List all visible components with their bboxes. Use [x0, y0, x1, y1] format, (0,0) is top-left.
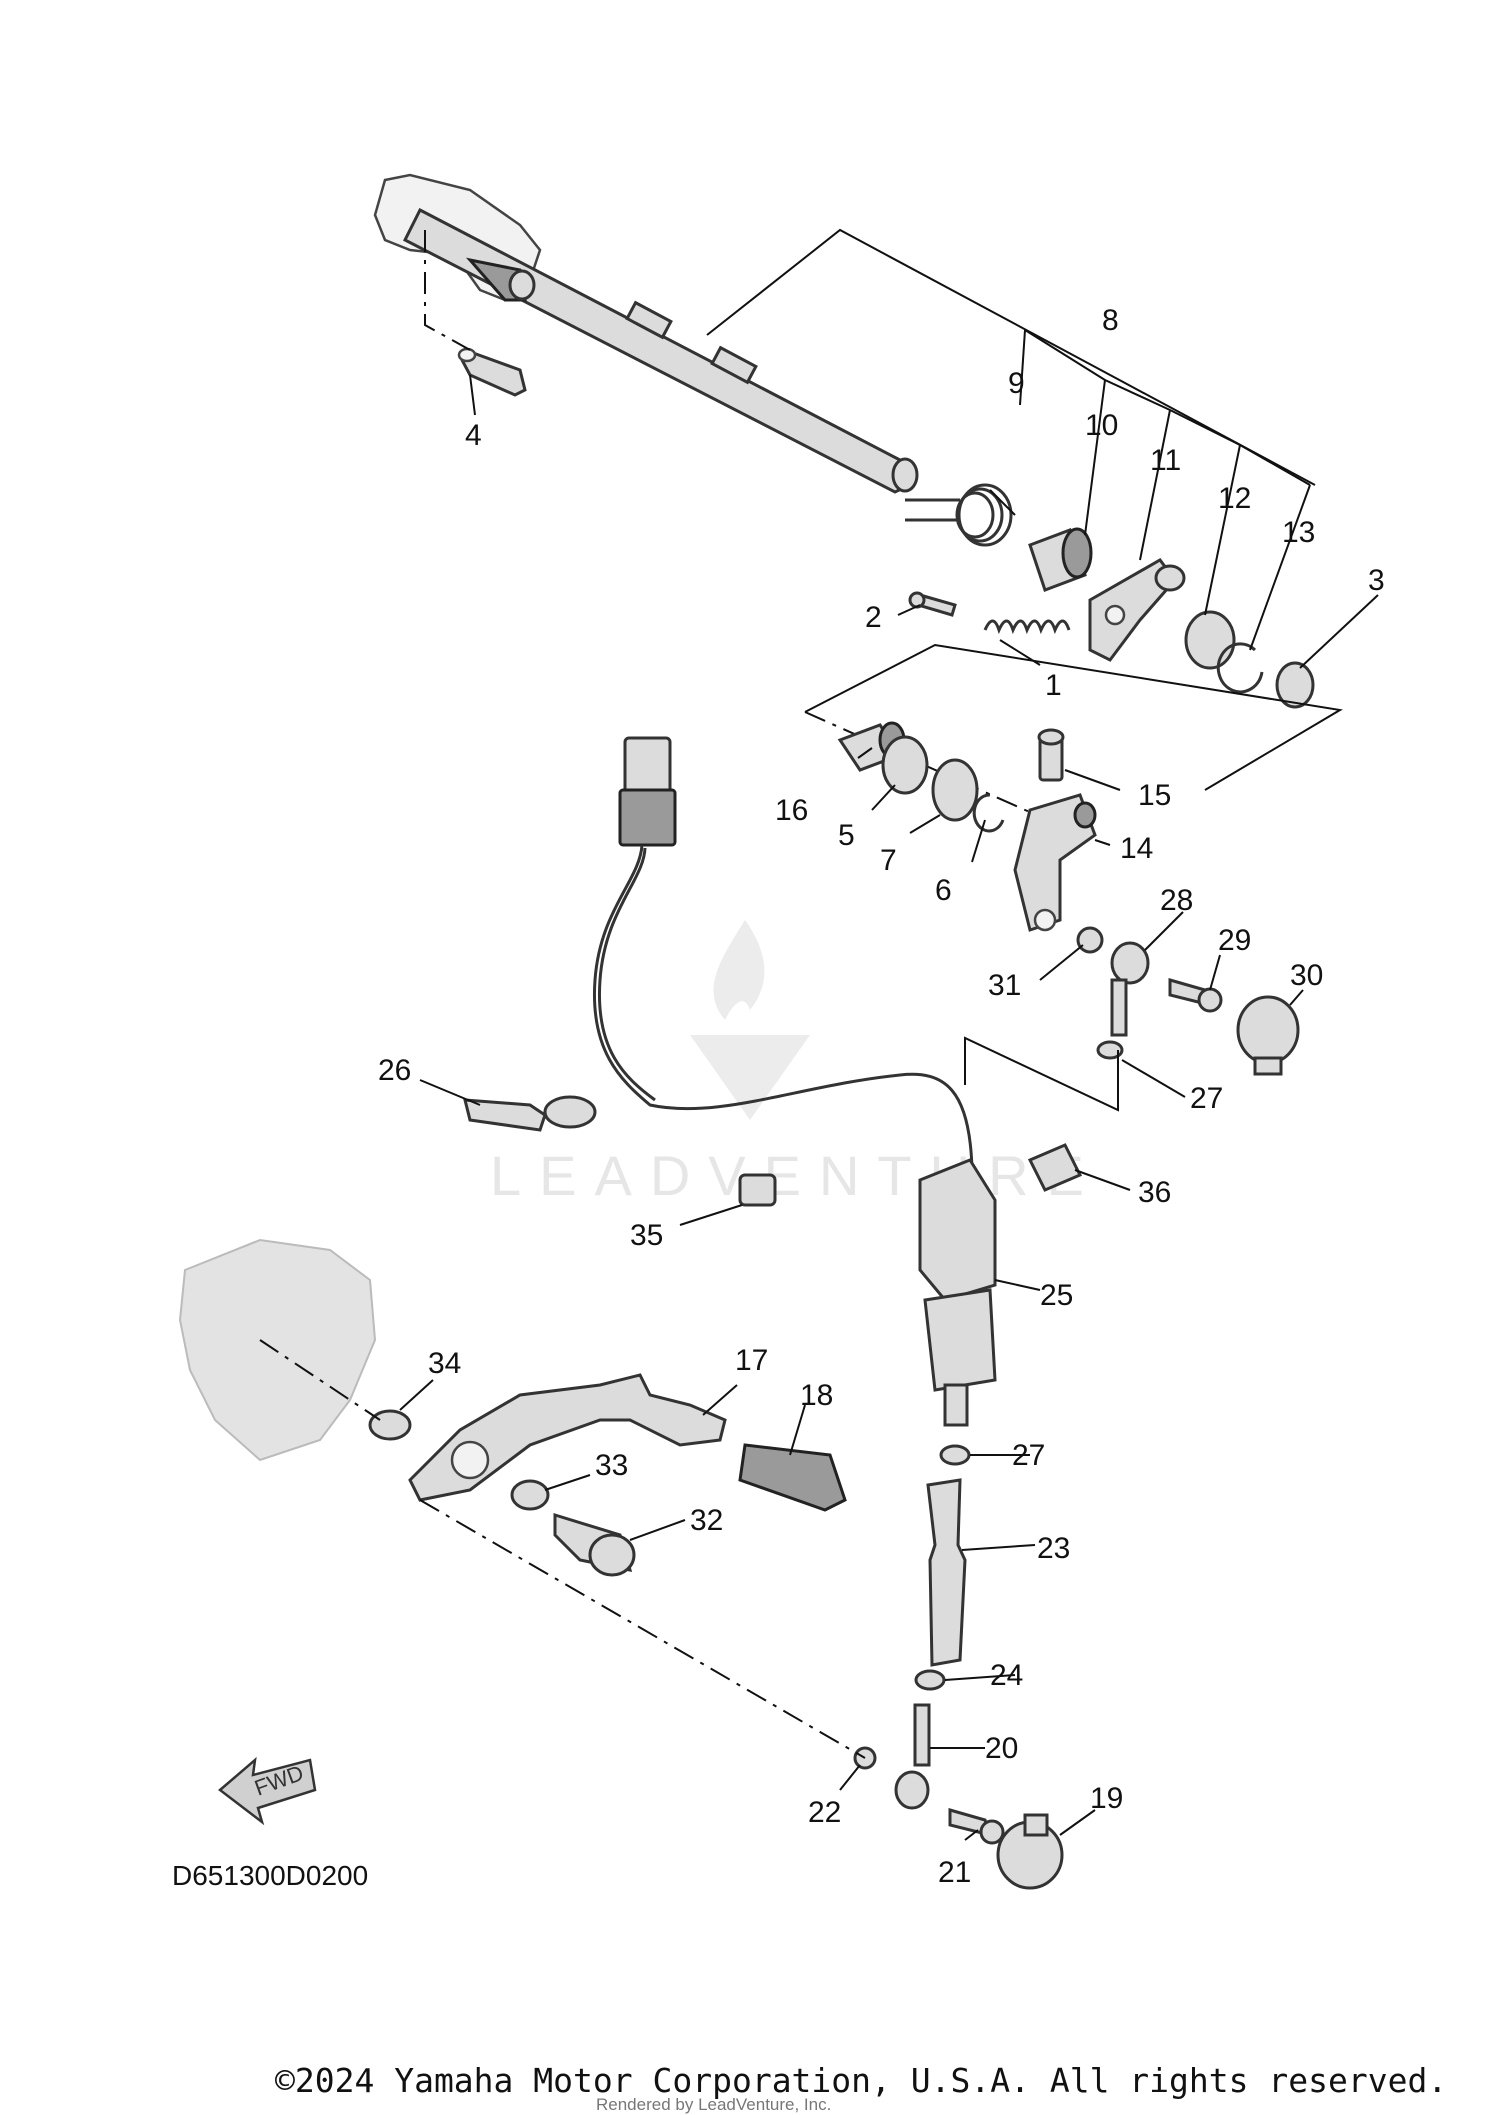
- callout-7: 7: [880, 844, 897, 877]
- callout-22: 22: [808, 1796, 841, 1829]
- shift-pedal-17: [408, 1373, 727, 1502]
- callout-15: 15: [1138, 779, 1171, 812]
- oil-seal-5: [881, 735, 929, 795]
- nut-24: [914, 1669, 946, 1691]
- pivot-bolt-32: [553, 1512, 636, 1577]
- callout-6: 6: [935, 874, 952, 907]
- callout-5: 5: [838, 819, 855, 852]
- cover-19: [996, 1813, 1064, 1890]
- copyright-text: ©2024 Yamaha Motor Corporation, U.S.A. A…: [275, 2061, 1447, 2100]
- washer-3: [1275, 661, 1315, 709]
- circlip-6: [972, 793, 1005, 833]
- rendered-by-text: Rendered by LeadVenture, Inc.: [596, 2095, 831, 2114]
- callout-36: 36: [1138, 1176, 1171, 1209]
- callout-27-lower: 27: [1012, 1439, 1045, 1472]
- callout-27-upper: 27: [1190, 1082, 1223, 1115]
- washer-12: [1184, 610, 1236, 670]
- shift-shaft: [373, 173, 919, 494]
- bolt-29: [1168, 978, 1223, 1013]
- callout-35: 35: [630, 1219, 663, 1252]
- clamp-26: [463, 1095, 597, 1132]
- callout-25: 25: [1040, 1279, 1073, 1312]
- callout-20: 20: [985, 1732, 1018, 1765]
- pedal-rubber-18: [738, 1443, 847, 1512]
- callout-13: 13: [1282, 516, 1315, 549]
- callout-34: 34: [428, 1347, 461, 1380]
- callout-11: 11: [1150, 444, 1181, 477]
- callout-17: 17: [735, 1344, 768, 1377]
- callout-4: 4: [465, 419, 482, 452]
- lever-14: [1013, 793, 1097, 932]
- callout-26: 26: [378, 1054, 411, 1087]
- rod-end-20: [894, 1703, 931, 1810]
- nut-31: [1076, 926, 1104, 954]
- bolt-21: [948, 1808, 1005, 1845]
- callout-12: 12: [1218, 482, 1251, 515]
- washer-34: [368, 1409, 412, 1441]
- callout-33: 33: [595, 1449, 628, 1482]
- callout-9: 9: [1008, 367, 1025, 400]
- torsion-spring-9: [905, 483, 1013, 547]
- watermark-flame-icon: [713, 920, 765, 1020]
- shift-rod-23: [926, 1478, 967, 1667]
- nut-27-lower: [939, 1444, 971, 1466]
- shift-arm-11: [1088, 558, 1186, 662]
- callout-3: 3: [1368, 564, 1385, 597]
- leader-lines: [399, 329, 1379, 1841]
- callout-31: 31: [988, 969, 1021, 1002]
- callout-16: 16: [775, 794, 808, 827]
- callout-30: 30: [1290, 959, 1323, 992]
- grommet-35: [738, 1173, 777, 1207]
- watermark: LEADVENTURE: [490, 920, 1102, 1207]
- callout-18: 18: [800, 1379, 833, 1412]
- rod-end-28: [1110, 941, 1150, 1037]
- nut-27-upper: [1096, 1040, 1124, 1060]
- sensor-wire: [592, 844, 974, 1171]
- callout-8: 8: [1102, 304, 1119, 337]
- engine-case-ghost: [178, 1238, 377, 1462]
- clamp-36: [1027, 1143, 1083, 1192]
- pin-2: [908, 591, 957, 617]
- callout-28: 28: [1160, 884, 1193, 917]
- watermark-text: LEADVENTURE: [490, 1144, 1102, 1207]
- callout-29: 29: [1218, 924, 1251, 957]
- callout-19: 19: [1090, 1782, 1123, 1815]
- callout-21: 21: [938, 1856, 971, 1889]
- dowel-pin-4: [457, 347, 527, 397]
- o-ring-33: [510, 1479, 550, 1511]
- return-spring-1: [983, 619, 1071, 635]
- callout-1: 1: [1045, 669, 1062, 702]
- shift-sensor-25: [918, 1158, 997, 1427]
- washer-7: [931, 758, 979, 822]
- cover-30: [1236, 995, 1300, 1076]
- callout-14: 14: [1120, 832, 1153, 865]
- callout-10: 10: [1085, 409, 1118, 442]
- fwd-arrow-icon: FWD: [218, 1756, 317, 1826]
- callout-numbers: 1 2 3 4 5 6 7 8 9 10 11 12 13 14 15 16 1…: [378, 304, 1385, 1889]
- callout-2: 2: [865, 601, 882, 634]
- connector: [618, 736, 677, 847]
- bracket-8: [706, 228, 1316, 486]
- callout-32: 32: [690, 1504, 723, 1537]
- bolt-15: [1037, 728, 1065, 782]
- circlip-13: [1216, 642, 1264, 694]
- callout-24: 24: [990, 1659, 1023, 1692]
- collar-10: [1028, 527, 1093, 592]
- watermark-v-icon: [690, 1035, 810, 1120]
- callout-23: 23: [1037, 1532, 1070, 1565]
- diagram-code: D651300D0200: [172, 1860, 368, 1891]
